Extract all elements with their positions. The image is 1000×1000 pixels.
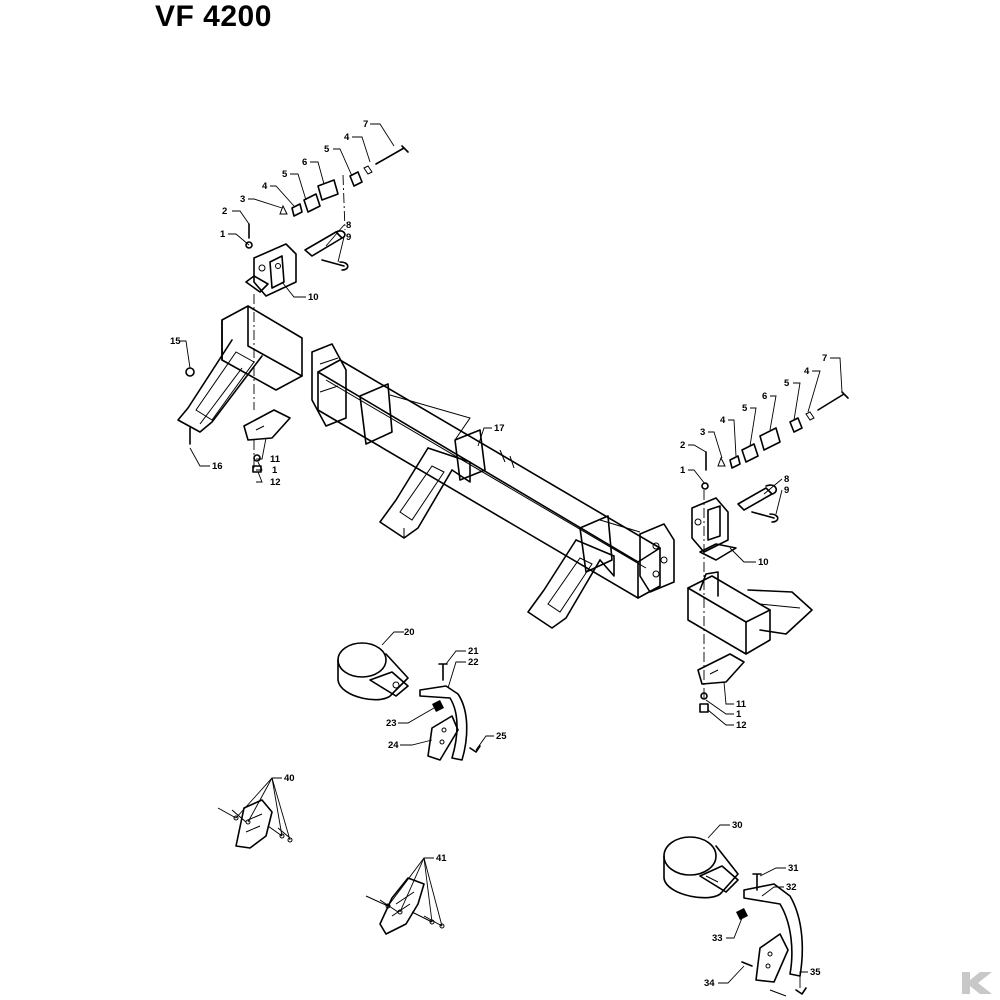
callout-9-left: 9 xyxy=(346,232,351,243)
foot-plate-right xyxy=(697,653,745,685)
fasteners-left xyxy=(185,223,262,473)
callout-7-left: 7 xyxy=(363,119,368,130)
callout-3-right: 3 xyxy=(700,427,705,438)
pin-right xyxy=(737,484,778,511)
callout-25: 25 xyxy=(496,731,507,742)
callout-35: 35 xyxy=(810,967,821,978)
tine-mount-right-end xyxy=(687,571,813,655)
callout-16: 16 xyxy=(212,461,223,472)
linch-pin-right xyxy=(751,511,779,523)
roller-guard-a xyxy=(337,642,409,701)
callout-2-right: 2 xyxy=(680,440,685,451)
callout-4-left: 4 xyxy=(262,181,268,192)
callout-4-left-top: 4 xyxy=(344,132,350,143)
callout-32: 32 xyxy=(786,882,797,893)
callout-21: 21 xyxy=(468,646,479,657)
callout-1-right-top: 1 xyxy=(680,465,686,476)
fasteners-b xyxy=(736,873,807,997)
pin-left xyxy=(304,230,346,257)
roller-guard-b xyxy=(663,836,739,899)
callout-3-left: 3 xyxy=(240,194,245,205)
diagram-title: VF 4200 xyxy=(155,0,272,33)
callout-labels: 7 4 5 6 5 4 3 2 1 8 9 10 15 11 1 12 16 1… xyxy=(170,119,827,989)
callout-41: 41 xyxy=(436,853,447,864)
callout-23: 23 xyxy=(386,718,397,729)
callout-1-left-bottom: 1 xyxy=(272,465,278,476)
callout-24: 24 xyxy=(388,740,399,751)
tine-mount-left xyxy=(177,305,303,433)
callout-31: 31 xyxy=(788,863,799,874)
tine-point-b xyxy=(755,933,789,983)
tine-point-set-41 xyxy=(365,877,445,935)
hitch-bracket-left xyxy=(245,243,297,297)
fasteners-a xyxy=(432,663,481,753)
tine-mount-middle xyxy=(379,447,471,539)
bolt-stack-right xyxy=(717,391,849,469)
spring-tine-a xyxy=(419,685,468,761)
callout-8-left: 8 xyxy=(346,220,351,231)
callout-12-left: 12 xyxy=(270,477,281,488)
callout-2-left: 2 xyxy=(222,206,227,217)
callout-1-left-top: 1 xyxy=(220,229,226,240)
callout-4-right: 4 xyxy=(720,415,726,426)
callout-5-right: 5 xyxy=(742,403,748,414)
hitch-bracket-right xyxy=(691,497,737,561)
callout-8-right: 8 xyxy=(784,474,789,485)
kramp-k-logo xyxy=(962,972,992,994)
callout-10-left: 10 xyxy=(308,292,319,303)
callout-40: 40 xyxy=(284,773,295,784)
callout-5-left: 5 xyxy=(282,169,288,180)
callout-22: 22 xyxy=(468,657,479,668)
callout-33: 33 xyxy=(712,933,723,944)
tine-point-a xyxy=(427,715,459,761)
tine-point-set-40 xyxy=(217,799,293,849)
foot-plate-left xyxy=(243,409,291,441)
callout-34: 34 xyxy=(704,978,715,989)
spring-tine-b xyxy=(743,883,804,977)
bolt-stack-left xyxy=(279,145,409,217)
callout-5-right-top: 5 xyxy=(784,378,790,389)
tine-mount-right xyxy=(527,539,615,629)
main-frame-beam xyxy=(311,343,675,599)
callout-6-right: 6 xyxy=(762,391,767,402)
callout-11-right: 11 xyxy=(736,699,747,710)
callout-6-left: 6 xyxy=(302,157,307,168)
callout-17: 17 xyxy=(494,423,505,434)
callout-15: 15 xyxy=(170,336,181,347)
linch-pin-left xyxy=(321,259,349,271)
callout-9-right: 9 xyxy=(784,485,789,496)
callout-1-right-bottom: 1 xyxy=(736,709,742,720)
callout-5-left-top: 5 xyxy=(324,144,330,155)
callout-4-right-top: 4 xyxy=(804,366,810,377)
callout-7-right: 7 xyxy=(822,353,827,364)
fasteners-right xyxy=(699,451,709,713)
callout-12-right: 12 xyxy=(736,720,747,731)
leader-lines xyxy=(180,123,843,988)
callout-10-right: 10 xyxy=(758,557,769,568)
callout-11-left: 11 xyxy=(270,454,281,465)
callout-20: 20 xyxy=(404,627,415,638)
callout-30: 30 xyxy=(732,820,743,831)
